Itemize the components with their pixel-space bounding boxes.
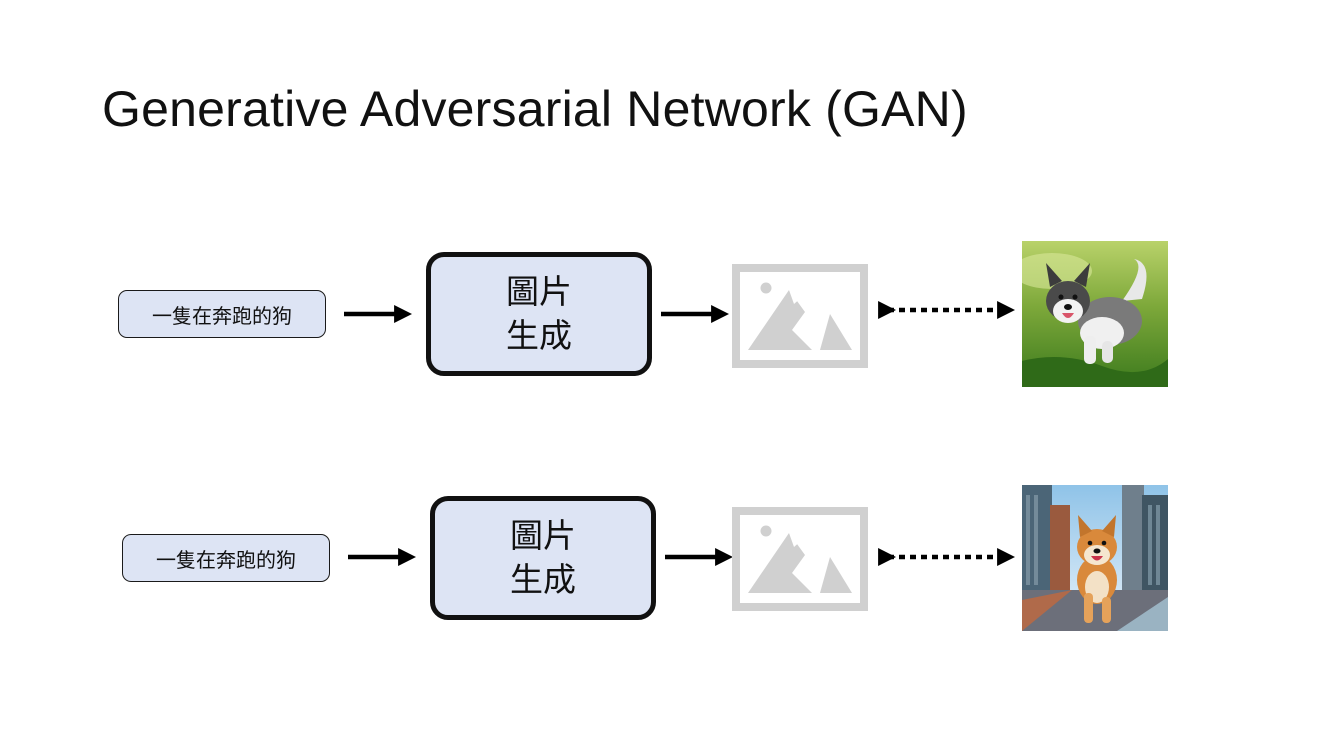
prompt-text: 一隻在奔跑的狗: [156, 547, 296, 572]
slide-title: Generative Adversarial Network (GAN): [102, 81, 968, 137]
generator-label-line2: 生成: [506, 316, 572, 355]
generator-label-line1: 圖片: [506, 272, 572, 311]
image-generator-box: 圖片 生成: [426, 252, 652, 376]
husky-photo: [1022, 241, 1168, 387]
image-placeholder-icon: [732, 507, 868, 611]
image-placeholder-icon: [732, 264, 868, 368]
prompt-text: 一隻在奔跑的狗: [152, 303, 292, 328]
generator-label-line1: 圖片: [510, 516, 576, 555]
shiba-photo: [1022, 485, 1168, 631]
text-prompt-box: 一隻在奔跑的狗: [118, 290, 326, 338]
image-generator-box: 圖片 生成: [430, 496, 656, 620]
generator-label-line2: 生成: [510, 560, 576, 599]
text-prompt-box: 一隻在奔跑的狗: [122, 534, 330, 582]
